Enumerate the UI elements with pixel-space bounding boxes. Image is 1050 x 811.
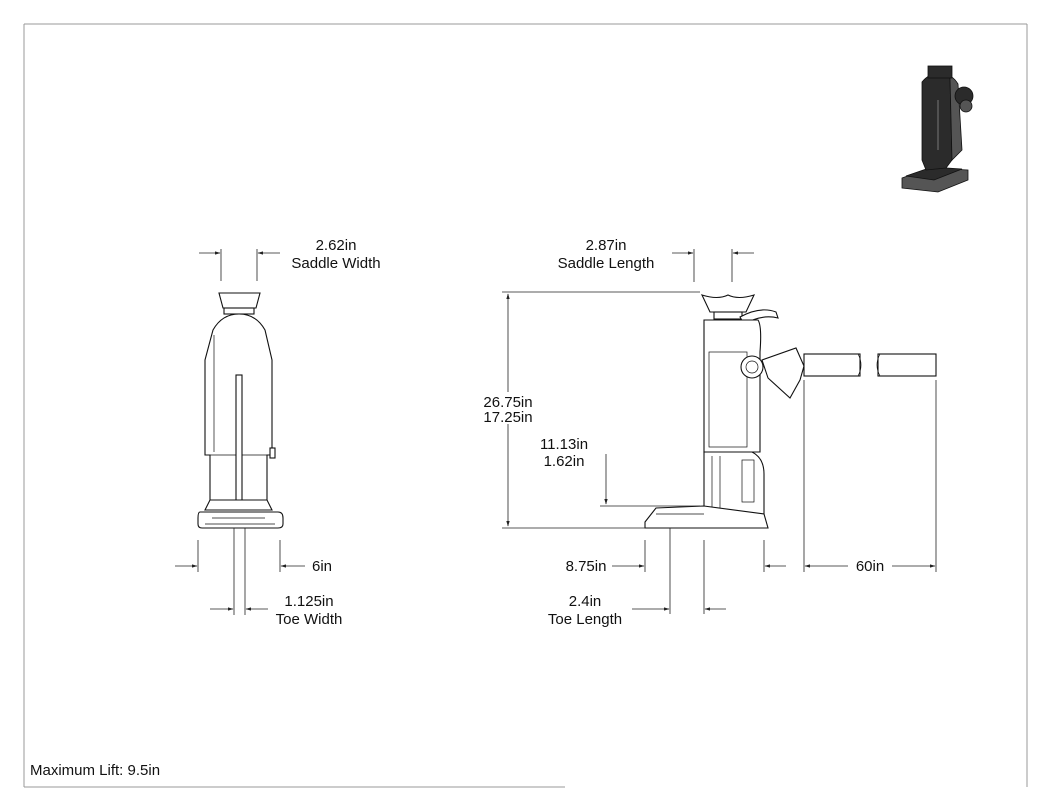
- isometric-jack-thumbnail: [901, 65, 974, 193]
- handle-length-dimension: 60in: [803, 380, 937, 575]
- saddle-length-label: Saddle Length: [558, 255, 655, 272]
- saddle-width-dimension: 2.62in Saddle Width: [199, 237, 381, 281]
- saddle-width-label: Saddle Width: [291, 255, 380, 272]
- handle-length-value: 60in: [856, 558, 884, 575]
- side-view-jack: [644, 294, 937, 529]
- toe-width-dimension: 1.125in Toe Width: [210, 528, 342, 628]
- base-width-value: 6in: [312, 558, 332, 575]
- maximum-lift-note: Maximum Lift: 9.5in: [30, 762, 161, 779]
- toe-length-label: Toe Length: [548, 611, 622, 628]
- max-height-value: 26.75in: [483, 394, 532, 411]
- toe-height-min-value: 1.62in: [544, 453, 585, 470]
- toe-height-max-value: 11.13in: [540, 436, 588, 453]
- toe-width-value: 1.125in: [284, 593, 333, 610]
- height-dimension: 26.75in 17.25in: [483, 291, 700, 529]
- toe-width-label: Toe Width: [276, 611, 343, 628]
- saddle-length-value: 2.87in: [586, 237, 627, 254]
- min-height-value: 17.25in: [483, 409, 532, 426]
- sheet-border: [23, 23, 1028, 788]
- toe-height-dimension: 11.13in 1.62in: [540, 436, 700, 507]
- toe-length-dimension: 2.4in Toe Length: [548, 528, 726, 628]
- toe-length-value: 2.4in: [569, 593, 602, 610]
- base-length-value: 8.75in: [566, 558, 607, 575]
- saddle-length-dimension: 2.87in Saddle Length: [558, 237, 754, 282]
- base-length-dimension: 8.75in: [566, 540, 786, 575]
- saddle-width-value: 2.62in: [316, 237, 357, 254]
- base-width-dimension: 6in: [175, 540, 332, 575]
- front-view-jack: [197, 292, 284, 529]
